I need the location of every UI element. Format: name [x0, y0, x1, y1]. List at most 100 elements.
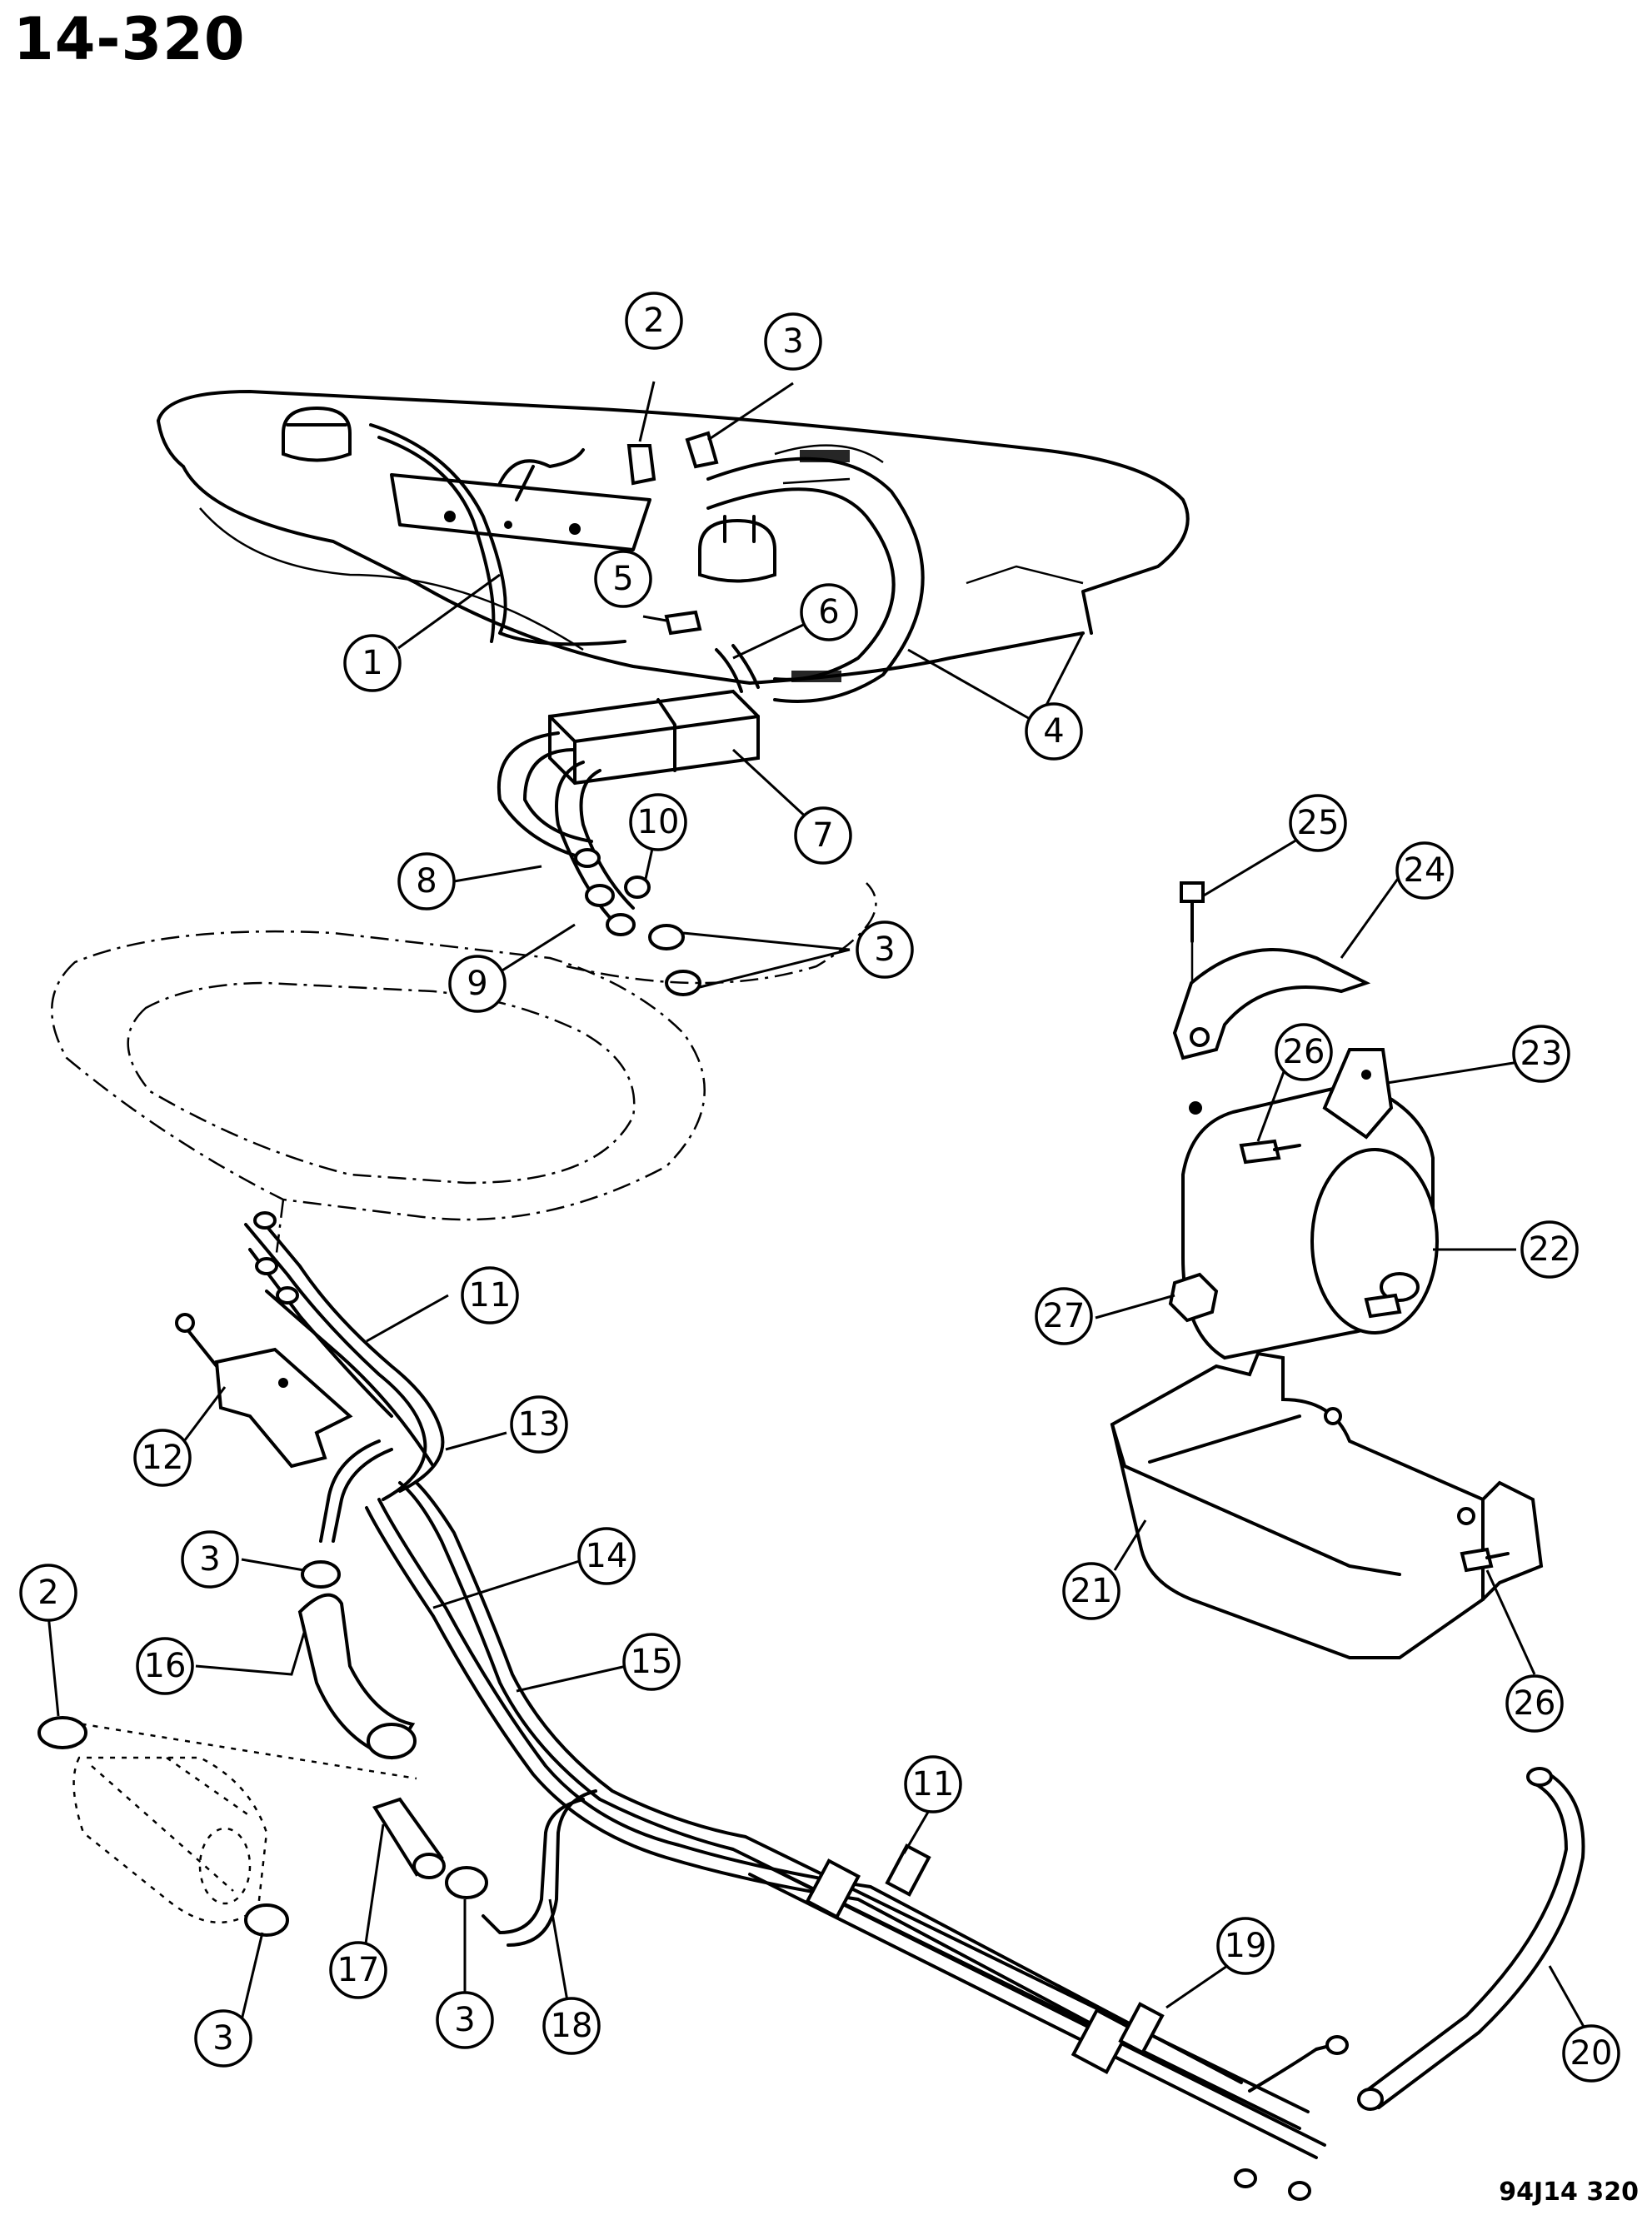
- callout-18: 18: [542, 1997, 601, 2055]
- callout-11-upper: 11: [461, 1266, 519, 1325]
- fuel-filter-outline: [57, 1719, 417, 1923]
- hose-4: [706, 444, 925, 703]
- svg-text:2: 2: [643, 302, 664, 340]
- svg-text:14: 14: [586, 1537, 628, 1575]
- svg-text:3: 3: [212, 2019, 233, 2058]
- callout-23: 23: [1512, 1025, 1570, 1083]
- callout-6: 6: [800, 583, 858, 641]
- svg-text:20: 20: [1570, 2034, 1613, 2073]
- callout-24: 24: [1395, 841, 1454, 900]
- part-5: [664, 610, 702, 636]
- clamp-3-hose17: [445, 1866, 488, 1899]
- svg-text:3: 3: [454, 2001, 475, 2039]
- svg-text:25: 25: [1297, 804, 1340, 842]
- callout-19: 19: [1216, 1917, 1275, 1975]
- leader-lines: [47, 381, 1589, 2033]
- callout-20: 20: [1562, 2024, 1620, 2083]
- callout-14: 14: [577, 1527, 636, 1585]
- fuel-tank: [157, 390, 1190, 685]
- line-clips: [805, 1843, 1165, 2074]
- callout-15: 15: [622, 1633, 681, 1691]
- svg-text:16: 16: [144, 1647, 187, 1685]
- vapor-valve-7: [548, 689, 760, 786]
- callout-11-lower: 11: [904, 1755, 962, 1813]
- callout-1: 1: [343, 634, 402, 692]
- callout-9: 9: [448, 955, 507, 1013]
- svg-text:19: 19: [1225, 1927, 1267, 1965]
- svg-text:22: 22: [1529, 1230, 1571, 1269]
- svg-text:6: 6: [818, 593, 839, 631]
- svg-text:3: 3: [874, 930, 895, 969]
- svg-text:24: 24: [1404, 851, 1446, 890]
- part-10: [624, 876, 651, 899]
- svg-text:5: 5: [612, 560, 633, 598]
- fuel-lines: [244, 1211, 1349, 2201]
- callout-2: 2: [625, 292, 683, 350]
- svg-text:9: 9: [467, 965, 487, 1003]
- svg-text:11: 11: [469, 1276, 512, 1315]
- bolt-26-lower: [1460, 1547, 1510, 1573]
- hose-1: [369, 423, 626, 646]
- hose-6: [715, 648, 743, 693]
- svg-text:18: 18: [551, 2007, 593, 2045]
- bracket-23: [1322, 1048, 1394, 1140]
- callout-22: 22: [1520, 1220, 1579, 1279]
- clamp-3-filter: [244, 1903, 289, 1937]
- page-title: 14-320: [13, 5, 246, 73]
- callout-3: 3: [764, 312, 822, 371]
- callout-3-valve-clamps: 3: [856, 920, 914, 979]
- svg-text:21: 21: [1071, 1572, 1113, 1610]
- callout-4: 4: [1025, 702, 1083, 761]
- callout-3-filter-clamp: 3: [194, 2009, 252, 2068]
- svg-text:7: 7: [812, 816, 833, 855]
- svg-text:10: 10: [637, 803, 680, 841]
- callout-3-hose17-clamp: 3: [436, 1991, 494, 2049]
- svg-text:11: 11: [912, 1765, 955, 1803]
- hose-17: [372, 1797, 446, 1879]
- bolt-25: [1180, 881, 1205, 1000]
- hose-8: [497, 731, 585, 860]
- frame-outline: [51, 882, 877, 1267]
- figure-code: 94J14 320: [1499, 2178, 1639, 2207]
- svg-text:3: 3: [782, 322, 803, 361]
- callout-27: 27: [1035, 1287, 1093, 1345]
- svg-text:4: 4: [1043, 712, 1064, 751]
- svg-text:13: 13: [518, 1405, 561, 1444]
- svg-text:26: 26: [1283, 1033, 1325, 1071]
- svg-text:15: 15: [631, 1643, 673, 1681]
- clamp-3-upper: [301, 1560, 341, 1589]
- callout-16: 16: [136, 1637, 194, 1695]
- bracket-12: [175, 1313, 353, 1469]
- callout-17: 17: [329, 1941, 387, 1999]
- callout-21: 21: [1062, 1562, 1120, 1620]
- svg-text:3: 3: [199, 1540, 220, 1579]
- nut-27: [1168, 1272, 1219, 1323]
- bolt-26-upper: [1239, 1139, 1301, 1165]
- callout-10: 10: [629, 793, 687, 851]
- callout-8: 8: [397, 852, 456, 910]
- callout-13: 13: [510, 1395, 568, 1454]
- svg-text:12: 12: [142, 1439, 184, 1477]
- hose-16: [297, 1593, 417, 1760]
- svg-text:17: 17: [337, 1951, 380, 1989]
- canister-22: [1181, 1080, 1439, 1360]
- callout-25: 25: [1289, 794, 1347, 852]
- callout-3-hose16-clamp: 3: [181, 1530, 239, 1589]
- svg-text:2: 2: [37, 1574, 58, 1612]
- svg-text:23: 23: [1520, 1035, 1563, 1073]
- strap-24: [1172, 948, 1371, 1060]
- svg-text:1: 1: [362, 644, 382, 682]
- callout-26-lower: 26: [1505, 1674, 1564, 1733]
- callout-5: 5: [594, 550, 652, 608]
- hose-20: [1357, 1767, 1585, 2111]
- callout-2-filter-clamp: 2: [19, 1564, 77, 1622]
- callout-26-upper: 26: [1275, 1023, 1333, 1081]
- svg-text:8: 8: [416, 862, 437, 900]
- clamp-2-lower: [37, 1716, 87, 1749]
- callout-7: 7: [794, 806, 852, 865]
- svg-text:27: 27: [1043, 1297, 1086, 1335]
- svg-text:26: 26: [1514, 1684, 1556, 1723]
- callout-12: 12: [133, 1429, 192, 1487]
- shield-21: [1110, 1351, 1544, 1659]
